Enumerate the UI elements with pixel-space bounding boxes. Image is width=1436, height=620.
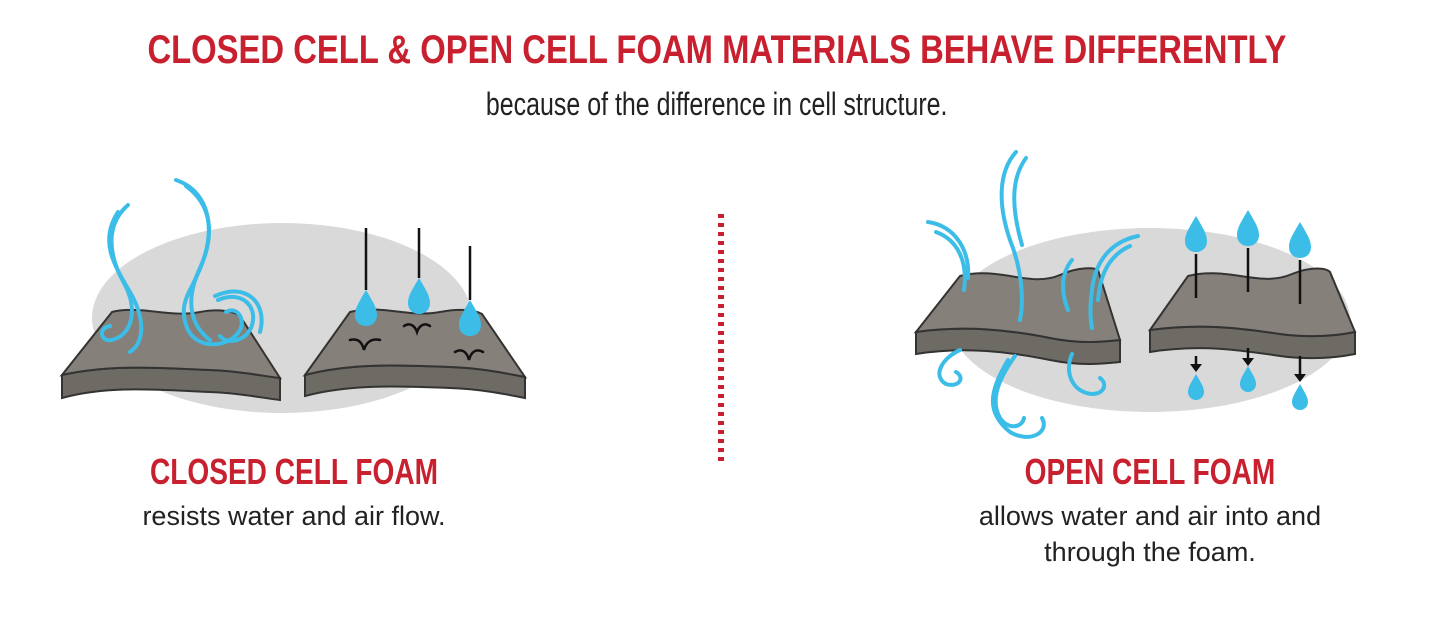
page-title: CLOSED CELL & OPEN CELL FOAM MATERIALS B… bbox=[147, 28, 1287, 72]
closed-cell-foam-title: CLOSED CELL FOAM bbox=[149, 451, 439, 492]
open-air-swirls bbox=[926, 150, 1140, 439]
closed-water-drops bbox=[348, 228, 485, 361]
closed-cell-foam-description: resists water and air flow. bbox=[142, 501, 446, 531]
open-foam-slab-left bbox=[913, 267, 1122, 365]
closed-foam-slab-left bbox=[59, 308, 282, 402]
closed-air-swirls bbox=[100, 178, 264, 354]
open-cell-foam-description-line2: through the foam. bbox=[1044, 537, 1256, 567]
page-subtitle: because of the difference in cell struct… bbox=[485, 86, 948, 122]
open-water-drops bbox=[1185, 210, 1311, 410]
open-foam-slab-right bbox=[1147, 267, 1357, 360]
open-cell-foam-description-line1: allows water and air into and bbox=[978, 501, 1322, 531]
open-cell-foam-title: OPEN CELL FOAM bbox=[1024, 451, 1276, 492]
open-cell-foam-description: allows water and air into and through th… bbox=[930, 498, 1370, 570]
closed-cell-illustration bbox=[59, 178, 528, 413]
open-backdrop-ellipse bbox=[950, 228, 1350, 412]
open-cell-illustration bbox=[913, 150, 1357, 439]
